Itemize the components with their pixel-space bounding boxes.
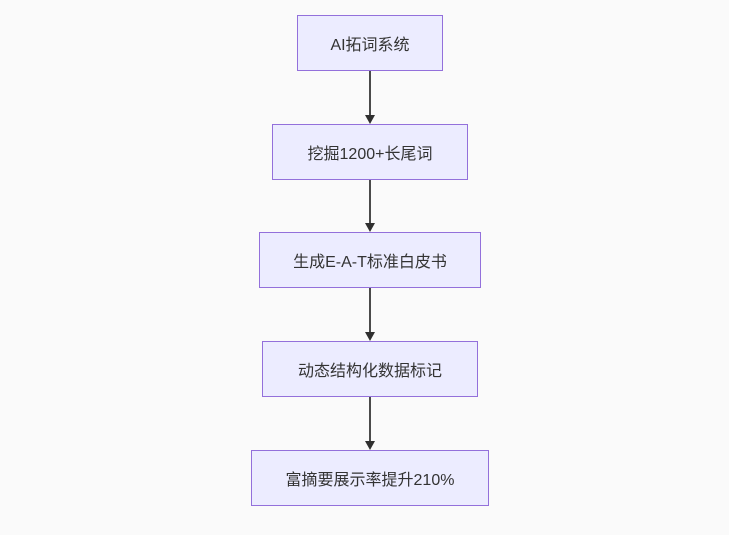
arrow-shaft	[369, 71, 371, 115]
flow-arrow-2	[365, 180, 375, 232]
flow-arrow-1	[365, 71, 375, 124]
flow-node-longtail-mining: 挖掘1200+长尾词	[272, 124, 468, 180]
arrowhead-down-icon	[365, 223, 375, 232]
flow-node-structured-data: 动态结构化数据标记	[262, 341, 478, 397]
flow-node-rich-snippet-result: 富摘要展示率提升210%	[251, 450, 489, 506]
flow-node-ai-word-expansion: AI拓词系统	[297, 15, 443, 71]
arrow-shaft	[369, 397, 371, 441]
flow-node-eat-whitepaper: 生成E-A-T标准白皮书	[259, 232, 481, 288]
arrow-shaft	[369, 180, 371, 223]
arrowhead-down-icon	[365, 332, 375, 341]
arrowhead-down-icon	[365, 441, 375, 450]
arrow-shaft	[369, 288, 371, 332]
flow-arrow-4	[365, 397, 375, 450]
flow-node-label: 挖掘1200+长尾词	[307, 146, 433, 163]
flow-arrow-3	[365, 288, 375, 341]
flow-node-label: 动态结构化数据标记	[297, 363, 442, 380]
flow-node-label: 生成E-A-T标准白皮书	[293, 254, 447, 271]
flow-node-label: 富摘要展示率提升210%	[285, 472, 455, 489]
flow-node-label: AI拓词系统	[330, 37, 410, 54]
arrowhead-down-icon	[365, 115, 375, 124]
